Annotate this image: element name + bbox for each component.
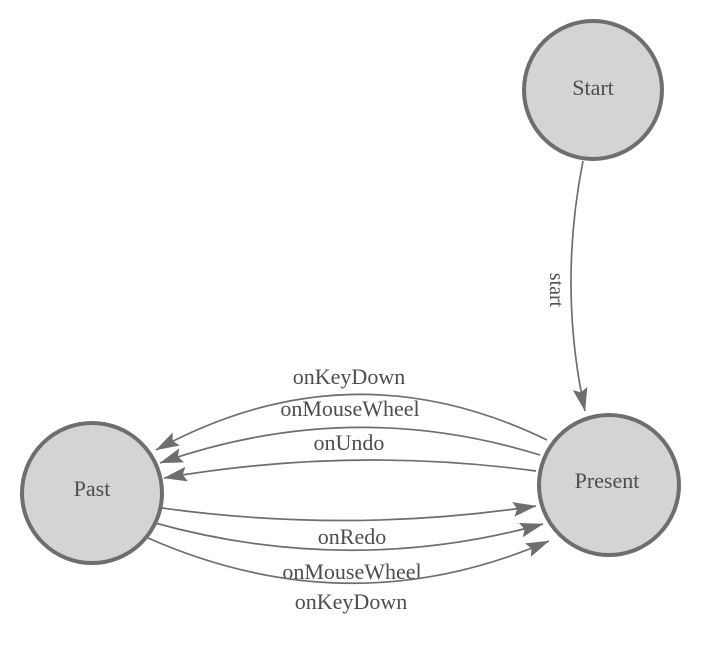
edge-start-to-present-line [570, 160, 588, 412]
node-past-circle [20, 421, 164, 565]
edge-present-to-past-onundo: onUndo [163, 430, 537, 482]
edge-present-to-past-onundo-line [163, 459, 537, 482]
node-past-label: Past [74, 476, 111, 501]
edge-present-to-past-onmousewheel-line [159, 426, 541, 464]
node-start-circle [522, 19, 664, 161]
edge-past-to-present-onmousewheel-line [154, 522, 544, 552]
edge-start-to-present: start [545, 160, 588, 412]
edge-label-start: start [545, 273, 567, 308]
edge-present-to-past-onkeydown: onKeyDown [155, 364, 548, 451]
node-present-circle [537, 413, 681, 557]
node-present-label: Present [575, 468, 640, 493]
edge-past-to-present-onkeydown: onKeyDown [147, 537, 550, 614]
edge-label-onredo: onRedo [318, 524, 386, 549]
edge-present-to-past-onkeydown-line [155, 393, 548, 451]
edge-past-to-present-onredo-line [161, 502, 537, 522]
edge-label-onundo: onUndo [314, 430, 385, 455]
node-start-label: Start [572, 75, 614, 100]
node-present: Present [537, 413, 681, 557]
node-past: Past [20, 421, 164, 565]
edge-past-to-present-onredo: onRedo [161, 502, 537, 549]
node-start: Start [522, 19, 664, 161]
edge-past-to-present-onmousewheel: onMouseWheel [154, 522, 544, 584]
edge-label-onkeydown-bottom: onKeyDown [295, 589, 407, 614]
edge-label-onkeydown-top: onKeyDown [293, 364, 405, 389]
edge-past-to-present-onkeydown-line [147, 537, 550, 585]
edge-present-to-past-onmousewheel: onMouseWheel [159, 396, 541, 464]
edge-label-onmousewheel-bottom: onMouseWheel [282, 559, 421, 584]
edge-label-onmousewheel-top: onMouseWheel [280, 396, 419, 421]
